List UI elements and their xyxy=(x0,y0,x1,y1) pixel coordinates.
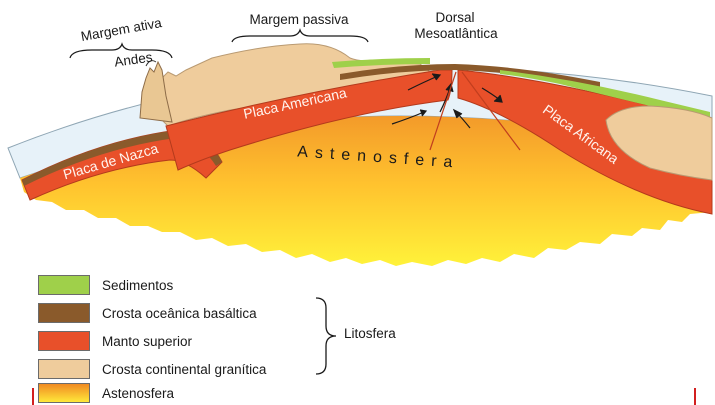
label-margem-ativa: Margem ativa xyxy=(80,15,164,44)
legend-swatch-sedimentos xyxy=(38,275,90,295)
legend-swatch-crosta-oceanica xyxy=(38,303,90,323)
legend-item-crosta-oceanica: Crosta oceânica basáltica xyxy=(38,302,257,324)
legend-item-manto-superior: Manto superior xyxy=(38,330,192,352)
legend-swatch-manto-superior xyxy=(38,331,90,351)
legend-label: Sedimentos xyxy=(102,278,173,293)
litosfera-group: Litosfera xyxy=(312,296,422,376)
edge-mark-left xyxy=(32,388,34,405)
edge-mark-right xyxy=(694,388,696,405)
legend-label: Astenosfera xyxy=(102,386,174,401)
legend-label: Manto superior xyxy=(102,334,192,349)
margem-passiva-bracket xyxy=(232,30,368,42)
litosfera-brace xyxy=(312,296,342,376)
label-mesoatlantica: Mesoatlântica xyxy=(414,26,498,41)
legend-label: Crosta oceânica basáltica xyxy=(102,306,257,321)
legend-item-sedimentos: Sedimentos xyxy=(38,274,173,296)
legend-swatch-crosta-continental xyxy=(38,359,90,379)
legend-swatch-astenosfera xyxy=(38,383,90,403)
legend-item-astenosfera: Astenosfera xyxy=(38,382,174,404)
label-margem-passiva: Margem passiva xyxy=(249,12,349,27)
legend-label: Crosta continental granítica xyxy=(102,362,266,377)
label-litosfera: Litosfera xyxy=(344,326,396,341)
label-dorsal: Dorsal xyxy=(435,10,474,25)
legend-item-crosta-continental: Crosta continental granítica xyxy=(38,358,266,380)
label-andes: Andes xyxy=(113,49,153,69)
